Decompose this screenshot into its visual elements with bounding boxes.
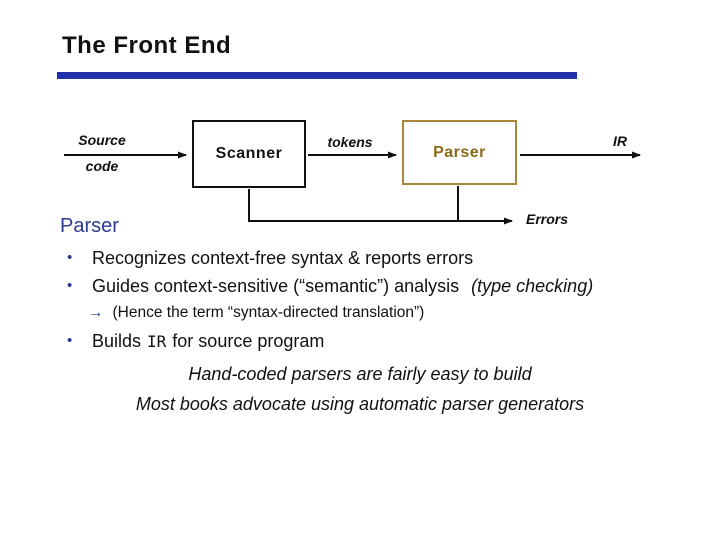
bullet-dot: • (67, 249, 73, 266)
ir-label: IR (613, 133, 627, 149)
closing-line-hand-coded: Hand-coded parsers are fairly easy to bu… (188, 364, 532, 384)
sub-bullet-text: (Hence the term “syntax-directed transla… (112, 304, 425, 321)
bullet-text: Recognizes context-free syntax & reports… (92, 248, 474, 268)
bullet-text-suffix: for source program (172, 331, 325, 351)
source-code-label-line2: code (85, 158, 119, 174)
scanner-errors-line (248, 189, 513, 225)
page-title: The Front End (62, 32, 232, 59)
section-heading-parser: Parser (60, 215, 119, 237)
bullet-text-main: Guides context-sensitive (“semantic”) an… (92, 276, 460, 296)
parser-box-label: Parser (433, 143, 486, 161)
parser-box: Parser (402, 120, 517, 185)
sub-bullet-hence-term: → (Hence the term “syntax-directed transl… (88, 303, 648, 323)
bullet-dot: • (67, 332, 73, 349)
bullet-recognizes-syntax: • Recognizes context-free syntax & repor… (60, 247, 700, 269)
bullet-text: Guides context-sensitive (“semantic”) an… (92, 275, 700, 297)
source-code-label-line1: Source (78, 132, 126, 148)
title-underline-bar (57, 72, 577, 79)
ir-term: IR (147, 332, 167, 351)
scanner-box-label: Scanner (215, 145, 283, 162)
bullet-text-prefix: Builds (92, 331, 142, 351)
closing-line-most-books: Most books advocate using automatic pars… (135, 394, 585, 414)
tokens-label: tokens (327, 134, 373, 150)
bullet-dot: • (67, 277, 73, 294)
bullet-note-type-checking: (type checking) (471, 276, 594, 296)
scanner-box: Scanner (192, 120, 306, 188)
bullet-text: Builds IR for source program (92, 330, 700, 353)
right-arrow-glyph: → (88, 304, 104, 321)
errors-label: Errors (526, 211, 569, 227)
bullet-builds-ir: • Builds IR for source program (60, 330, 700, 353)
bullet-guides-analysis: • Guides context-sensitive (“semantic”) … (60, 275, 700, 297)
